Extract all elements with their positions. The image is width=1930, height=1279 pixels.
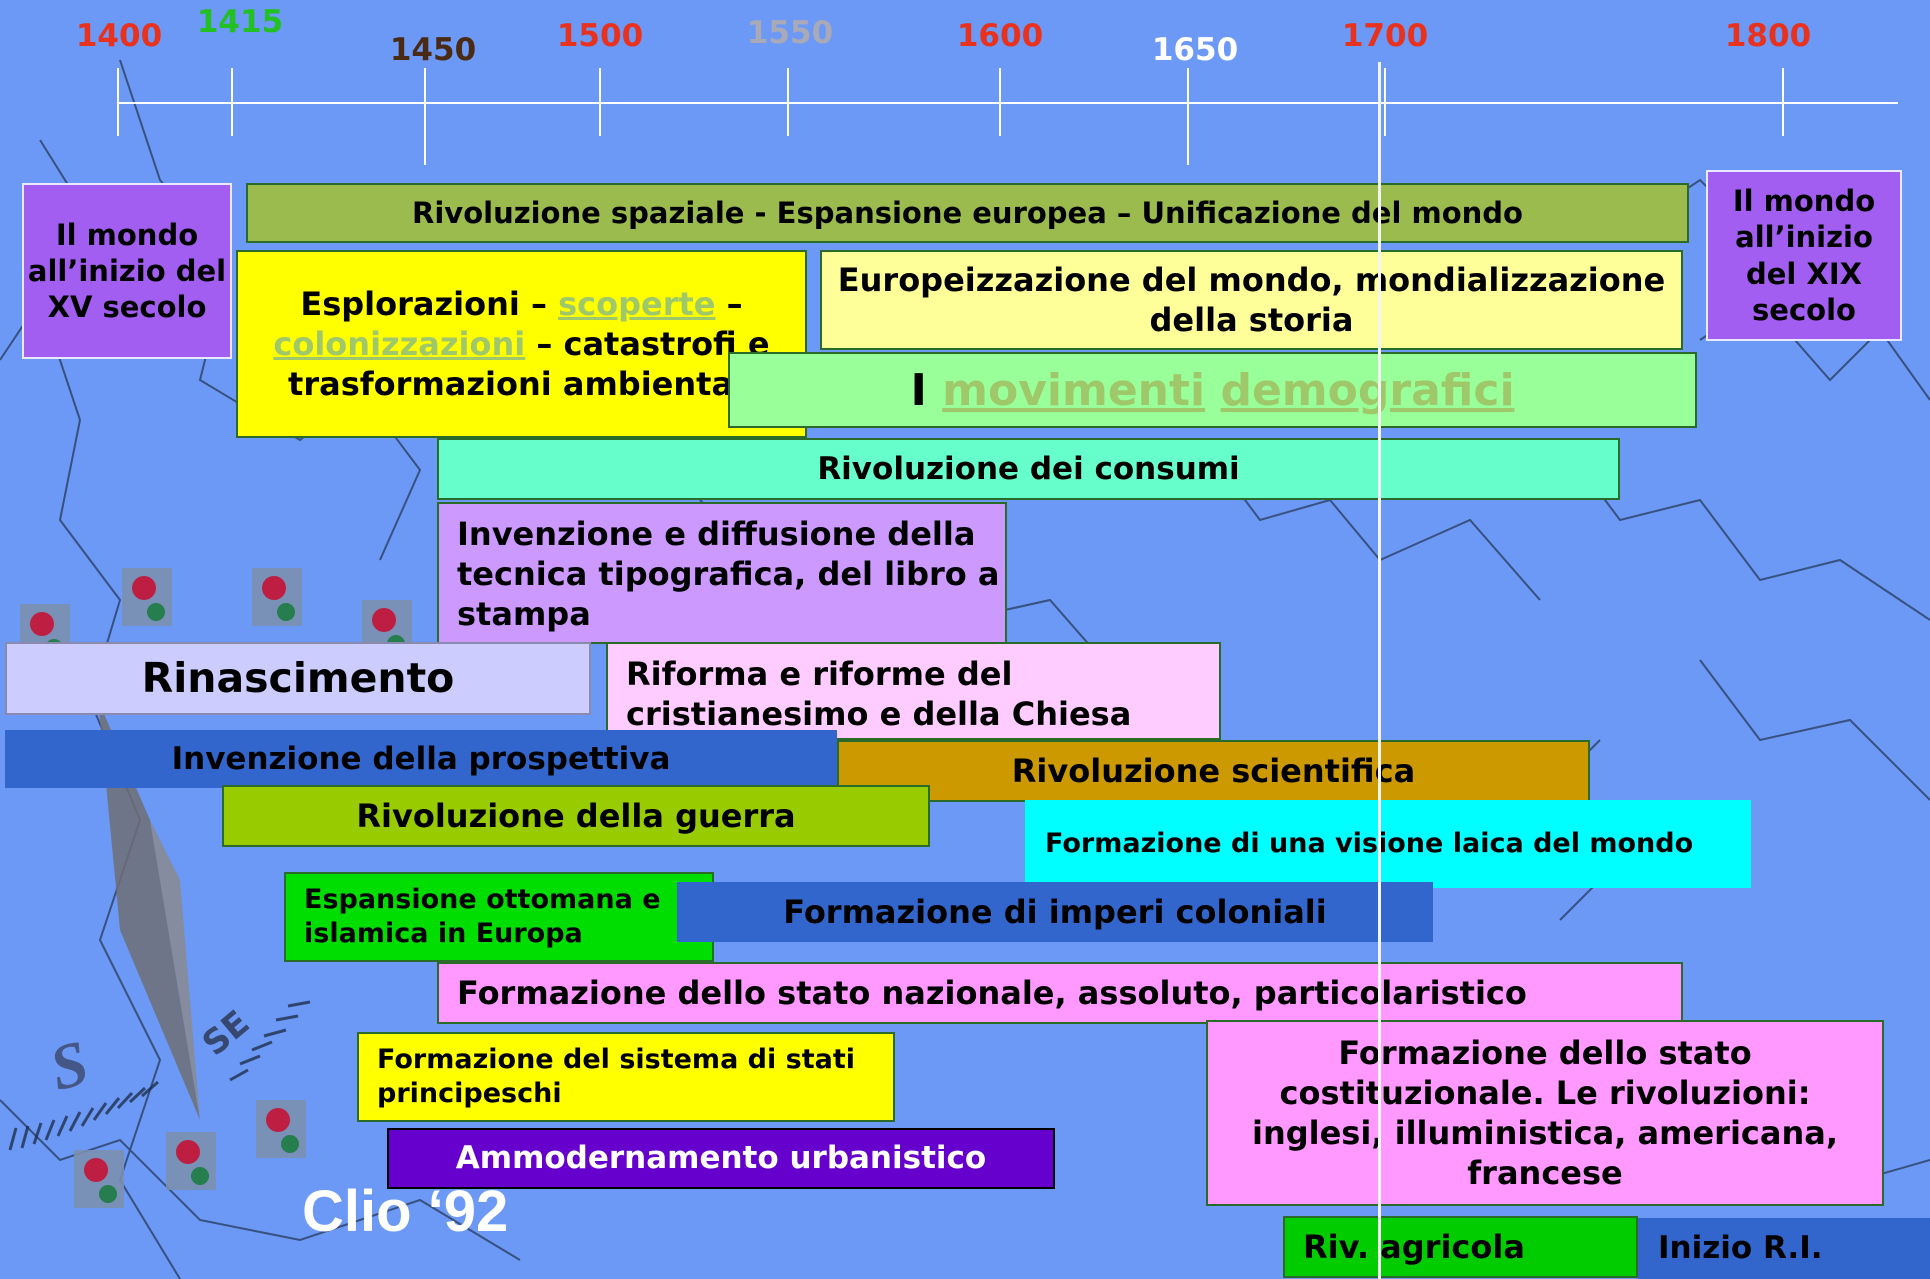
link-movimenti[interactable]: movimenti [942, 364, 1206, 416]
box-laica: Formazione di una visione laica del mond… [1025, 800, 1751, 888]
link-demografici[interactable]: demografici [1220, 364, 1515, 416]
link-colonizzazioni[interactable]: colonizzazioni [273, 325, 526, 363]
year-label-1550: 1550 [746, 15, 834, 51]
box-scientifica: Rivoluzione scientifica [837, 740, 1590, 802]
esplorazioni-text-2: – [715, 285, 743, 323]
year-label-1700: 1700 [1341, 18, 1429, 54]
year-label-1415: 1415 [196, 4, 284, 40]
clio-watermark: Clio ‘92 [302, 1179, 509, 1244]
box-tipografica: Invenzione e diffusione della tecnica ti… [437, 502, 1007, 644]
box-riv-agricola: Riv. agricola [1283, 1216, 1638, 1278]
box-esplorazioni: Esplorazioni – scoperte – colonizzazioni… [236, 250, 807, 438]
box-prospettiva: Invenzione della prospettiva [5, 730, 837, 788]
year-label-1450: 1450 [389, 32, 477, 68]
movimenti-prefix: I [910, 364, 943, 416]
svg-text:SE: SE [195, 1003, 257, 1064]
year-label-1500: 1500 [556, 18, 644, 54]
esplorazioni-text-3: – catastrofi e trasformazioni ambientali [288, 325, 770, 403]
year-label-1650: 1650 [1151, 32, 1239, 68]
box-inizio-ri: Inizio R.I. [1638, 1218, 1930, 1279]
box-imperi: Formazione di imperi coloniali [677, 882, 1433, 942]
link-scoperte[interactable]: scoperte [558, 285, 716, 323]
box-ottomana: Espansione ottomana e islamica in Europa [284, 872, 714, 962]
year-label-1600: 1600 [956, 18, 1044, 54]
marker-line-1700 [1378, 62, 1381, 1279]
box-riforma: Riforma e riforme del cristianesimo e de… [606, 642, 1221, 740]
year-label-1800: 1800 [1724, 18, 1812, 54]
svg-text:S: S [43, 1026, 96, 1104]
box-urbanistico: Ammodernamento urbanistico [387, 1128, 1055, 1189]
box-rivoluzione-spaziale: Rivoluzione spaziale - Espansione europe… [246, 183, 1689, 243]
box-rinascimento: Rinascimento [5, 642, 591, 715]
year-label-1400: 1400 [75, 18, 163, 54]
esplorazioni-text-1: Esplorazioni – [300, 285, 559, 323]
box-costituzionale: Formazione dello stato costituzionale. L… [1206, 1020, 1884, 1206]
box-movimenti-demografici: I movimenti demografici [728, 352, 1697, 428]
box-europeizzazione: Europeizzazione del mondo, mondializzazi… [820, 250, 1683, 350]
box-guerra: Rivoluzione della guerra [222, 785, 930, 847]
box-principeschi: Formazione del sistema di stati principe… [357, 1032, 895, 1122]
box-consumi: Rivoluzione dei consumi [437, 438, 1620, 500]
box-mondo-xix: Il mondo all’inizio del XIX secolo [1706, 170, 1902, 341]
box-mondo-xv: Il mondo all’inizio del XV secolo [22, 183, 232, 359]
box-stato-nazionale: Formazione dello stato nazionale, assolu… [437, 962, 1683, 1024]
